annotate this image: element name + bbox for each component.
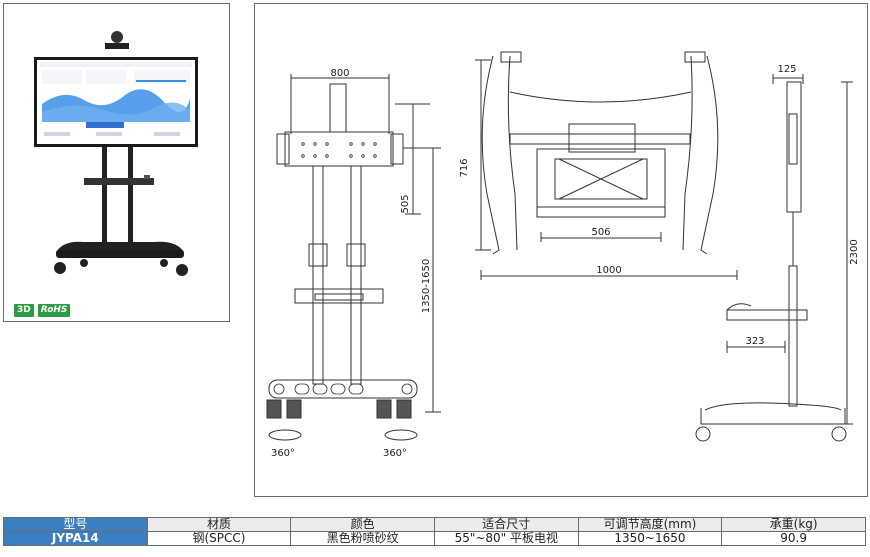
value-load: 90.9	[721, 531, 866, 546]
product-photo-panel: 3D RoHS	[3, 3, 230, 322]
header-material: 材质	[146, 517, 292, 532]
dim-tray-depth: 323	[745, 336, 764, 347]
header-adjustable-height: 可调节高度(mm)	[577, 517, 723, 532]
value-adjustable-height: 1350~1650	[577, 531, 723, 546]
spec-table: 型号 材质 颜色 适合尺寸 可调节高度(mm) 承重(kg) JYPA14 钢(…	[3, 517, 866, 546]
tv-stand-photo	[34, 31, 198, 276]
dim-top-depth: 125	[777, 64, 796, 75]
dim-bracket-height: 505	[400, 194, 411, 213]
header-load: 承重(kg)	[721, 517, 866, 532]
side-view	[695, 74, 853, 442]
spec-table-header-row: 型号 材质 颜色 适合尺寸 可调节高度(mm) 承重(kg)	[3, 517, 866, 532]
spec-table-value-row: JYPA14 钢(SPCC) 黑色粉喷砂纹 55"~80" 平板电视 1350~…	[3, 531, 866, 546]
value-material: 钢(SPCC)	[146, 531, 292, 546]
header-color: 颜色	[290, 517, 435, 532]
top-view	[475, 51, 738, 280]
rotation-label-left: 360°	[271, 448, 295, 459]
dim-height-adjust: 1350-1650	[421, 259, 432, 314]
dim-total-height: 2300	[849, 239, 860, 264]
value-fit-size: 55"~80" 平板电视	[433, 531, 579, 546]
value-color: 黑色粉喷砂纹	[290, 531, 435, 546]
certification-badges: 3D RoHS	[14, 304, 71, 317]
3d-badge: 3D	[14, 304, 34, 317]
rotation-label-right: 360°	[383, 448, 407, 459]
dim-width-top: 800	[330, 68, 349, 79]
header-model: 型号	[3, 517, 148, 532]
dim-top-height: 716	[459, 158, 470, 177]
front-view	[266, 74, 441, 441]
value-model: JYPA14	[3, 531, 148, 546]
technical-drawing-panel: 800 505 1350-1650 360° 360°	[254, 3, 868, 497]
dim-outer-width: 1000	[596, 265, 621, 276]
rohs-badge: RoHS	[37, 304, 71, 317]
dim-inner-width: 506	[591, 227, 610, 238]
header-fit-size: 适合尺寸	[433, 517, 579, 532]
technical-drawing: 800 505 1350-1650 360° 360°	[266, 51, 860, 459]
